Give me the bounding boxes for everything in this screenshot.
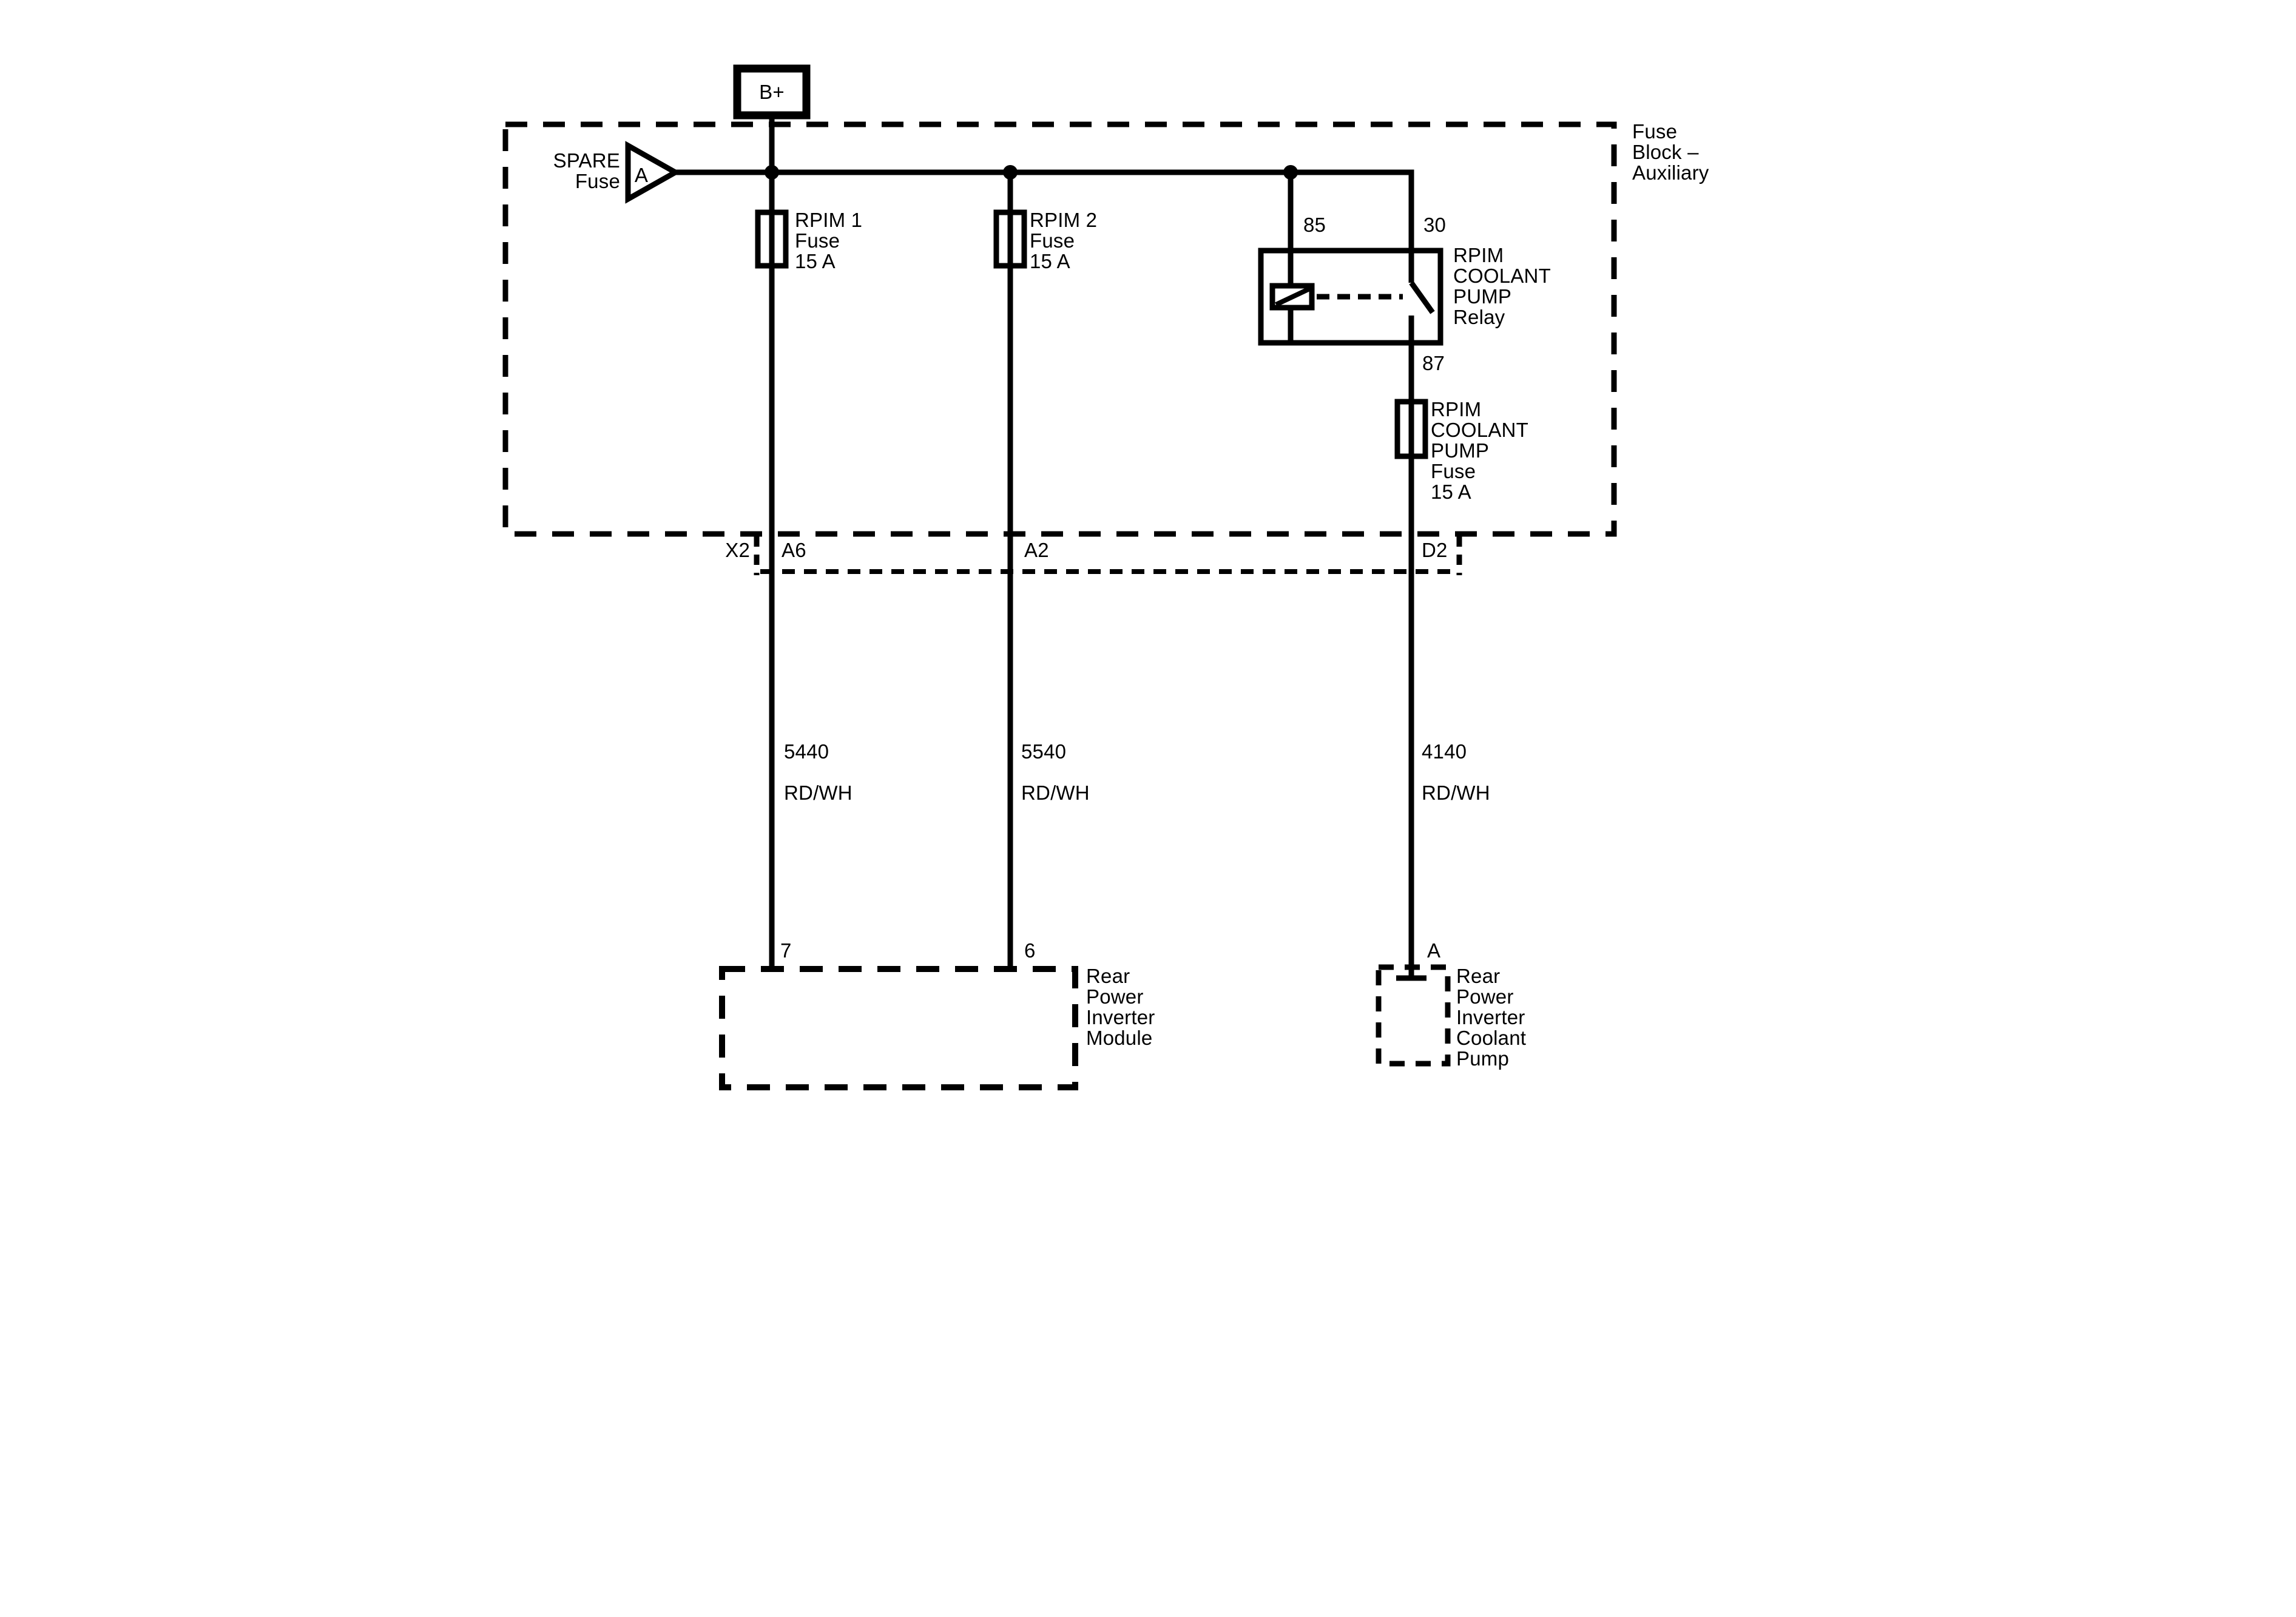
wire-4140-color: RD/WH	[1422, 781, 1490, 804]
junction-dots	[765, 165, 1298, 180]
spare-fuse-triangle	[625, 141, 681, 204]
rear-power-inverter-module-label: Rear Power Inverter Module	[1086, 965, 1155, 1049]
connector-pin-a6-label: A6	[782, 539, 806, 561]
relay-pin-30-label: 30	[1423, 214, 1447, 236]
pump-pin-a-label: A	[1427, 939, 1441, 962]
relay-box	[1258, 248, 1443, 346]
relay-coil-diagonal	[1275, 286, 1311, 307]
spare-fuse-pin-label: A	[634, 164, 649, 186]
fuse-coolant-pump-label: RPIM COOLANT PUMP Fuse 15 A	[1431, 398, 1528, 503]
fuse-rpim2-label: RPIM 2 Fuse 15 A	[1030, 209, 1098, 272]
coolant-pump-box	[1376, 964, 1451, 1067]
module-pin-6-label: 6	[1024, 939, 1036, 962]
junction-dot-wire1	[765, 165, 779, 180]
junction-dot-relay-coil	[1283, 165, 1298, 180]
relay-pin-85-label: 85	[1303, 214, 1326, 236]
b-plus-terminal-label: B+	[759, 81, 785, 103]
wire-5540-color: RD/WH	[1021, 781, 1090, 804]
relay-label: RPIM COOLANT PUMP Relay	[1453, 244, 1551, 328]
fuse-block-label: Fuse Block – Auxiliary	[1632, 120, 1709, 184]
power-bus-wire	[675, 169, 1414, 251]
connector-pin-d2-label: D2	[1422, 539, 1448, 561]
wire-5440-circuit: 5440	[784, 740, 829, 763]
wire-5440-color: RD/WH	[784, 781, 853, 804]
coolant-pump-label: Rear Power Inverter Coolant Pump	[1456, 965, 1527, 1070]
connector-x2-label: X2	[725, 539, 750, 561]
fuse-rpim1-symbol	[755, 209, 789, 269]
relay-pin-87-label: 87	[1422, 352, 1445, 374]
spare-fuse-label: SPARE Fuse	[553, 149, 620, 192]
relay-switch-blade	[1409, 281, 1435, 314]
junction-dot-wire2	[1003, 165, 1018, 180]
wire-4140-circuit: 4140	[1422, 740, 1467, 763]
rear-power-inverter-module-box	[719, 966, 1078, 1090]
b-plus-terminal-box	[733, 64, 811, 120]
wire-5540-circuit: 5540	[1021, 740, 1067, 763]
connector-pin-a2-label: A2	[1024, 539, 1049, 561]
wire-5540-label: 5540 RD/WH	[1021, 721, 1090, 803]
fuse-block-boundary	[502, 121, 1617, 537]
fuse-rpim2-symbol	[993, 209, 1027, 269]
module-pin-7-label: 7	[780, 939, 792, 962]
fuse-coolant-pump-symbol	[1394, 399, 1428, 459]
fuse-rpim1-label: RPIM 1 Fuse 15 A	[795, 209, 863, 272]
wire-5440-label: 5440 RD/WH	[784, 721, 853, 803]
wire-4140-label: 4140 RD/WH	[1422, 721, 1490, 803]
